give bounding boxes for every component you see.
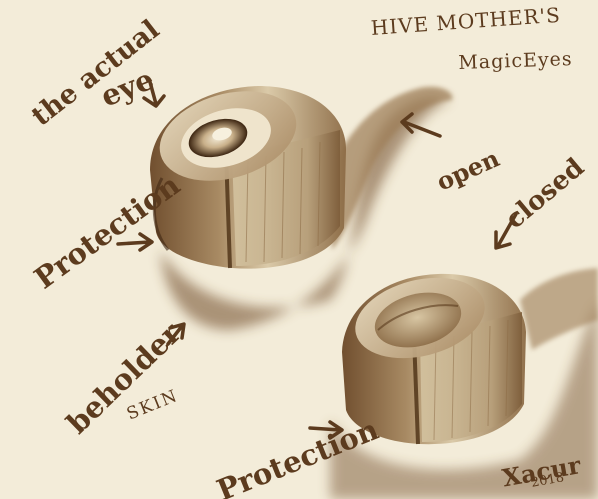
title-line-2: MagicEyes	[458, 48, 573, 74]
open-eye-drawing	[149, 76, 346, 268]
